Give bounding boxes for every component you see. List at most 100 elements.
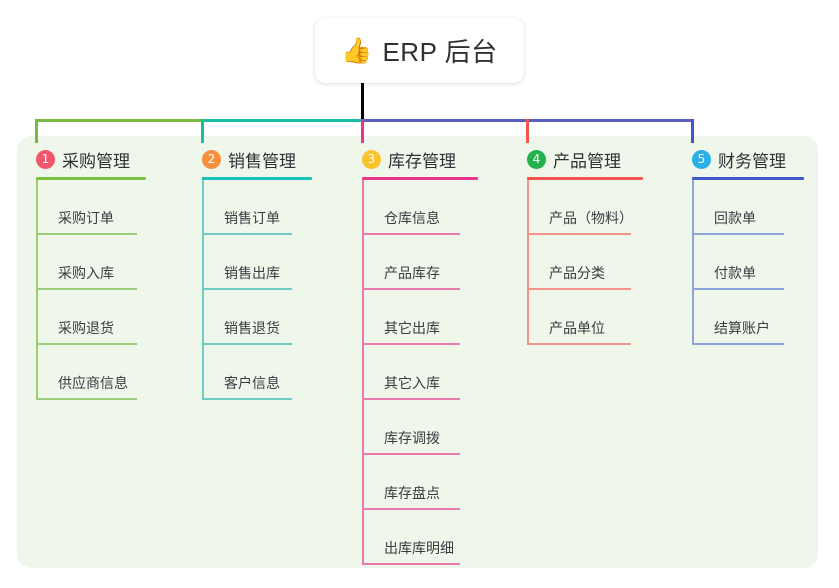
leaf-item[interactable]: 回款单: [692, 180, 804, 235]
leaf-item[interactable]: 供应商信息: [36, 345, 146, 400]
leaf-item-label: 产品（物料）: [549, 210, 633, 226]
leaf-item-label: 回款单: [714, 210, 756, 226]
leaf-item-rule: [36, 398, 137, 400]
column-body-5: 回款单付款单结算账户: [692, 180, 804, 345]
column-body-2: 销售订单销售出库销售退货客户信息: [202, 180, 312, 400]
column-badge-1: 1: [36, 149, 55, 169]
leaf-item-label: 付款单: [714, 265, 756, 281]
leaf-item[interactable]: 产品（物料）: [527, 180, 643, 235]
leaf-item-label: 产品单位: [549, 320, 605, 336]
leaf-item-label: 结算账户: [714, 320, 770, 336]
leaf-item[interactable]: 其它出库: [362, 290, 478, 345]
leaf-item[interactable]: 库存调拨: [362, 400, 478, 455]
leaf-item-rule: [36, 343, 137, 345]
leaf-item-label: 产品库存: [384, 265, 440, 281]
leaf-item-label: 库存盘点: [384, 485, 440, 501]
leaf-item-label: 销售退货: [224, 320, 280, 336]
leaf-item[interactable]: 采购退货: [36, 290, 146, 345]
connector-drop-1: [35, 119, 38, 143]
leaf-item-rule: [527, 288, 631, 290]
leaf-item[interactable]: 采购订单: [36, 180, 146, 235]
column-rule-1: [36, 177, 146, 180]
leaf-item[interactable]: 采购入库: [36, 235, 146, 290]
column-2: 2 销售管理销售订单销售出库销售退货客户信息: [193, 146, 312, 400]
diagram-panel-background: [17, 136, 818, 568]
column-spine-3: [362, 180, 364, 565]
leaf-item[interactable]: 销售出库: [202, 235, 312, 290]
leaf-item-rule: [202, 288, 292, 290]
column-spine-4: [527, 180, 529, 345]
leaf-item-label: 产品分类: [549, 265, 605, 281]
column-badge-5: 5: [692, 149, 711, 169]
column-badge-4: 4: [527, 149, 546, 169]
connector-drop-5: [691, 119, 694, 143]
leaf-item-rule: [692, 233, 784, 235]
leaf-item-rule: [362, 288, 460, 290]
leaf-item-rule: [527, 343, 631, 345]
leaf-item-rule: [362, 343, 460, 345]
column-rule-4: [527, 177, 643, 180]
column-body-3: 仓库信息产品库存其它出库其它入库库存调拨库存盘点出库库明细: [362, 180, 478, 565]
leaf-item-label: 仓库信息: [384, 210, 440, 226]
leaf-item-rule: [202, 343, 292, 345]
leaf-item-rule: [202, 398, 292, 400]
leaf-item-label: 供应商信息: [58, 375, 128, 391]
leaf-item-rule: [362, 508, 460, 510]
connector-drop-2: [201, 119, 204, 143]
leaf-item-rule: [527, 233, 631, 235]
leaf-item-label: 其它入库: [384, 375, 440, 391]
leaf-item[interactable]: 库存盘点: [362, 455, 478, 510]
connector-root-stem: [361, 83, 364, 122]
connector-drop-4: [526, 119, 529, 143]
connector-drop-3: [361, 119, 364, 143]
column-title-2: 销售管理: [228, 151, 296, 171]
leaf-item-label: 销售订单: [224, 210, 280, 226]
column-badge-2: 2: [202, 149, 221, 169]
column-title-3: 库存管理: [388, 151, 456, 171]
column-rule-2: [202, 177, 312, 180]
root-node-card[interactable]: 👍 ERP 后台: [315, 18, 524, 83]
leaf-item[interactable]: 结算账户: [692, 290, 804, 345]
leaf-item-rule: [362, 453, 460, 455]
column-spine-5: [692, 180, 694, 345]
column-rule-3: [362, 177, 478, 180]
leaf-item-rule: [36, 288, 137, 290]
column-title-1: 采购管理: [62, 151, 130, 171]
connector-bus-mid: [201, 119, 363, 122]
leaf-item[interactable]: 销售退货: [202, 290, 312, 345]
leaf-item-rule: [362, 563, 460, 565]
column-title-5: 财务管理: [718, 151, 786, 171]
leaf-item-rule: [202, 233, 292, 235]
connector-bus-left: [35, 119, 203, 122]
column-rule-5: [692, 177, 804, 180]
leaf-item[interactable]: 仓库信息: [362, 180, 478, 235]
leaf-item-rule: [692, 288, 784, 290]
leaf-item[interactable]: 销售订单: [202, 180, 312, 235]
leaf-item-label: 客户信息: [224, 375, 280, 391]
leaf-item[interactable]: 产品单位: [527, 290, 643, 345]
column-header-5[interactable]: 5 财务管理: [683, 146, 804, 172]
leaf-item[interactable]: 出库库明细: [362, 510, 478, 565]
leaf-item[interactable]: 客户信息: [202, 345, 312, 400]
column-header-1[interactable]: 1 采购管理: [27, 146, 146, 172]
column-spine-1: [36, 180, 38, 400]
leaf-item[interactable]: 产品分类: [527, 235, 643, 290]
leaf-item-label: 采购订单: [58, 210, 114, 226]
column-header-2[interactable]: 2 销售管理: [193, 146, 312, 172]
column-spine-2: [202, 180, 204, 400]
leaf-item-rule: [36, 233, 137, 235]
leaf-item-rule: [362, 398, 460, 400]
leaf-item[interactable]: 其它入库: [362, 345, 478, 400]
leaf-item-rule: [692, 343, 784, 345]
column-1: 1 采购管理采购订单采购入库采购退货供应商信息: [27, 146, 146, 400]
leaf-item-label: 出库库明细: [384, 540, 454, 556]
column-body-4: 产品（物料） 产品分类产品单位: [527, 180, 643, 345]
leaf-item[interactable]: 产品库存: [362, 235, 478, 290]
leaf-item[interactable]: 付款单: [692, 235, 804, 290]
